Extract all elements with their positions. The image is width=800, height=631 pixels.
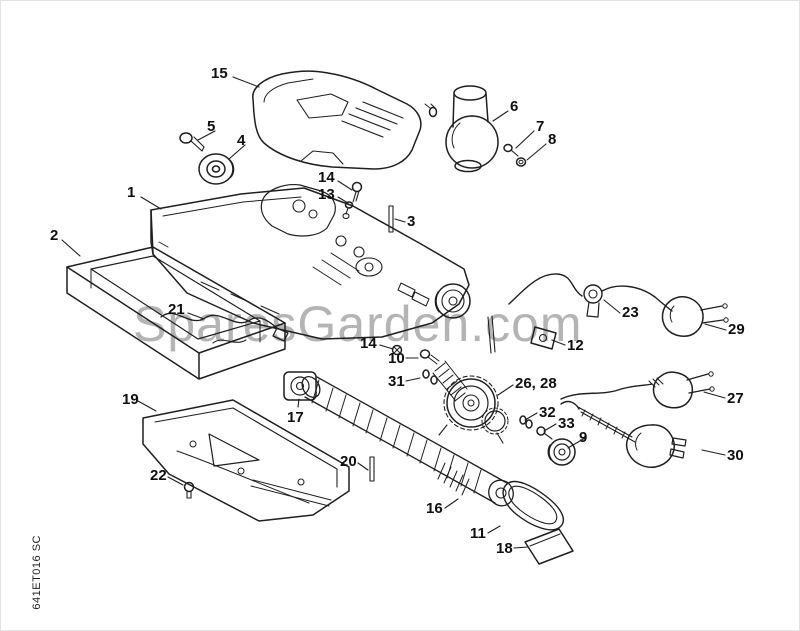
callout-8: 8 [548,131,557,148]
callout-11: 11 [470,525,486,542]
callout-26-28: 26, 28 [515,375,557,392]
part-nut-8 [515,157,527,167]
part-pin-20 [369,456,375,482]
callout-19: 19 [122,391,139,408]
callout-33: 33 [558,415,575,432]
part-flap-18 [524,528,574,565]
callout-16: 16 [426,500,443,517]
callout-20: 20 [340,453,357,470]
part-grommet-13 [342,201,354,220]
part-roller-4 [198,153,235,185]
callout-32: 32 [539,404,556,421]
callout-9: 9 [579,429,588,446]
part-top-cover [252,70,422,170]
part-screw-5 [179,132,205,152]
part-brush-roller-16 [301,376,514,507]
callout-14a: 14 [318,169,335,186]
callout-1: 1 [127,184,136,201]
document-code: 641ET016 SC [31,535,43,610]
callout-23: 23 [622,304,639,321]
callout-21: 21 [168,301,185,318]
part-screw-33 [536,426,553,440]
part-cable-21 [160,312,289,344]
callout-18: 18 [496,540,513,557]
part-motor-assembly-26-28 [432,360,509,444]
callout-10: 10 [388,350,405,367]
callout-12: 12 [567,337,584,354]
callout-22: 22 [150,467,167,484]
callout-4: 4 [237,132,246,149]
part-bracket-12 [530,326,557,350]
part-wheel-housing [434,283,471,319]
part-screw-22 [183,481,195,499]
part-roller-9 [547,438,576,466]
part-bushing-32 [519,415,533,429]
callout-3: 3 [407,213,416,230]
watermark: SparesGarden.com [133,296,583,352]
part-bushings-31 [422,369,438,385]
part-bearing-17 [283,371,317,401]
callout-17: 17 [287,409,304,426]
part-screw-7 [503,143,519,157]
callout-2: 2 [50,227,59,244]
part-screw-14b [391,344,403,356]
part-axle-pin [487,315,496,354]
part-drive-belt-11 [502,480,565,531]
callout-13: 13 [318,186,335,203]
part-elbow-connector-6 [424,85,499,173]
leader-lines [61,76,727,549]
part-bottom-plate-19 [142,399,350,522]
callout-5: 5 [207,118,216,135]
part-power-plug-27 [560,371,715,409]
part-pin-3 [388,205,394,233]
callout-14b: 14 [360,335,377,352]
part-cable-clip-23 [508,273,673,318]
callout-31: 31 [388,373,405,390]
part-power-plug-30 [560,400,687,468]
callout-30: 30 [727,447,744,464]
callout-15: 15 [211,65,228,82]
callout-27: 27 [727,390,744,407]
part-power-plug-29 [661,296,729,337]
callout-6: 6 [510,98,519,115]
part-main-housing-1 [150,184,470,340]
part-screw-10 [419,349,440,365]
part-screw-14a [351,181,363,203]
callout-7: 7 [536,118,545,135]
callout-29: 29 [728,321,745,338]
